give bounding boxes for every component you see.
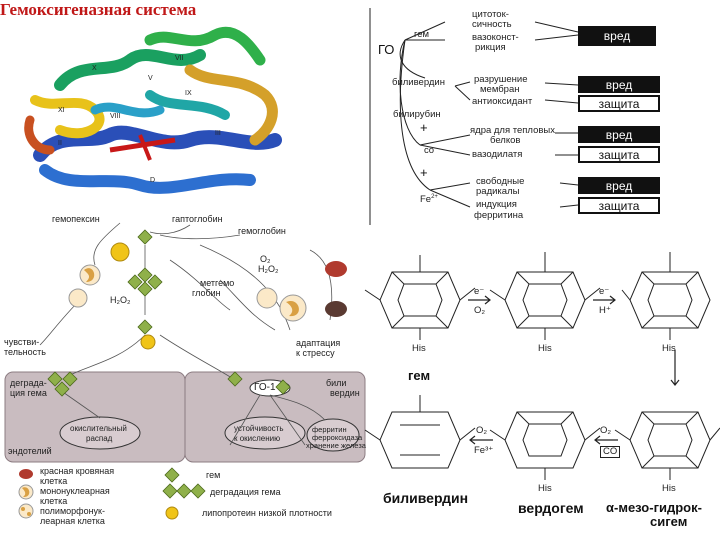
oxidative-decay-line2: распад bbox=[86, 434, 113, 443]
electron-label-1: e⁻ bbox=[474, 286, 485, 297]
effect-antioxidant: антиоксидант bbox=[472, 96, 533, 107]
his-label-1: His bbox=[412, 343, 426, 354]
effect-membrane-line2: мембран bbox=[480, 84, 520, 95]
heme-degradation-line1: деграда- bbox=[10, 378, 47, 388]
sensitivity-line1: чувстви- bbox=[4, 337, 40, 347]
effect-vasoconst-line2: рикция bbox=[475, 42, 506, 53]
oxidation-resistance-line1: устойчивость bbox=[234, 424, 284, 433]
page-title: Гемоксигеназная система bbox=[0, 0, 197, 19]
effect-hsp-line2: белков bbox=[490, 135, 521, 146]
o2-reaction-label-1: O₂ bbox=[474, 305, 486, 316]
his-label-5: His bbox=[662, 483, 676, 494]
outcome-protect-3: защита bbox=[578, 197, 660, 214]
protein-ribbon-image: XI X V IX VIII II III D VII bbox=[24, 26, 282, 194]
biliverdin-label: биливердин bbox=[392, 77, 445, 88]
co-product-label: CO bbox=[600, 446, 621, 458]
outcome-harm-2: вред bbox=[578, 76, 660, 93]
outcome-protect-1: защита bbox=[578, 95, 660, 112]
fe-symbol: Fe bbox=[420, 194, 432, 206]
legend-ldl: липопротеин низкой плотности bbox=[202, 508, 332, 518]
effect-radicals-line2: радикалы bbox=[476, 186, 520, 197]
porphyrin-structures bbox=[364, 252, 720, 480]
co-product-text: CO bbox=[603, 446, 618, 457]
outcome-harm-1: вред bbox=[578, 26, 656, 46]
adaptation-line2: к стрессу bbox=[296, 348, 335, 358]
o2-reaction-label-2: O₂ bbox=[600, 425, 612, 436]
biliverdin-line1: били bbox=[326, 378, 347, 388]
legend-mono-line2: клетка bbox=[40, 496, 68, 506]
fe3-label: Fe³⁺ bbox=[474, 445, 494, 456]
legend-poly-line1: полиморфонук- bbox=[40, 506, 105, 516]
oxidative-decay-line1: окислительный bbox=[70, 424, 127, 433]
ho-label: ГО bbox=[378, 42, 395, 57]
ho1-label: ГО-1 bbox=[254, 382, 276, 393]
caption-meso-line2: сигем bbox=[650, 514, 688, 529]
fe-label: Fe2+ bbox=[420, 192, 438, 205]
heme-label: гем bbox=[414, 29, 430, 40]
heme-degradation-line2: ция гема bbox=[10, 388, 47, 398]
methemoglobin-line1: метгемо bbox=[200, 278, 235, 288]
effect-hsp-line1: ядра для тепловых bbox=[470, 125, 555, 136]
ferritin-line1: ферритин bbox=[312, 425, 347, 434]
haptoglobin-label: гаптоглобин bbox=[172, 214, 223, 224]
oxidation-resistance-line2: к окислению bbox=[234, 434, 281, 443]
o2-label: O₂ bbox=[260, 254, 271, 264]
caption-biliverdin: биливердин bbox=[383, 490, 469, 506]
endothelium-label: эндотелий bbox=[8, 446, 52, 456]
legend-mono-line1: мононуклеарная bbox=[40, 486, 110, 496]
his-label-2: His bbox=[538, 343, 552, 354]
effect-cytotox-line2: сичность bbox=[472, 19, 512, 30]
h2o2-label-2: H₂O₂ bbox=[110, 295, 131, 305]
svg-text:X: X bbox=[92, 65, 97, 72]
outcome-harm-3: вред bbox=[578, 126, 660, 143]
legend-heme: гем bbox=[206, 470, 221, 480]
effect-ferritin: ферритина bbox=[474, 210, 524, 221]
ferritin-line2: ферроксидаза bbox=[312, 433, 363, 442]
plus-sign-1: + bbox=[420, 120, 428, 135]
effect-vasoconst-line1: вазоконст- bbox=[472, 32, 519, 43]
plus-sign-2: + bbox=[420, 165, 428, 180]
co-label: co bbox=[424, 145, 435, 156]
effect-vasodilation: вазодилатя bbox=[472, 149, 523, 160]
his-label-4: His bbox=[538, 483, 552, 494]
effect-radicals-line1: свободные bbox=[476, 176, 525, 187]
ferritin-line3: хранение железа bbox=[306, 441, 366, 450]
proton-label: H⁺ bbox=[599, 305, 611, 316]
effect-membrane-line1: разрушение bbox=[474, 74, 528, 85]
methemoglobin-line2: глобин bbox=[192, 288, 221, 298]
svg-text:III: III bbox=[215, 130, 221, 137]
h2o2-label: H₂O₂ bbox=[258, 264, 279, 274]
hemopexin-label: гемопексин bbox=[52, 214, 100, 224]
legend-rbc-line1: красная кровяная bbox=[40, 466, 115, 476]
fe-charge: 2+ bbox=[431, 194, 438, 200]
pathway-figure bbox=[4, 222, 366, 520]
caption-meso-line1: α-мезо-гидрок- bbox=[606, 500, 702, 515]
svg-text:V: V bbox=[148, 75, 153, 82]
legend-heme-degradation: деградация гема bbox=[210, 487, 281, 497]
svg-text:D: D bbox=[150, 177, 155, 184]
electron-label-2: e⁻ bbox=[599, 286, 610, 297]
effect-cytotox-line1: цитоток- bbox=[472, 9, 509, 20]
bilirubin-label: билирубин bbox=[393, 109, 441, 120]
his-label-3: His bbox=[662, 343, 676, 354]
scheme-lines bbox=[369, 8, 579, 225]
biliverdin-line2: вердин bbox=[330, 388, 360, 398]
svg-text:VII: VII bbox=[175, 55, 184, 62]
legend-poly-line2: леарная клетка bbox=[40, 516, 105, 526]
svg-text:VIII: VIII bbox=[110, 113, 121, 120]
adaptation-line1: адаптация bbox=[296, 338, 341, 348]
o2-reaction-label-3: O₂ bbox=[476, 425, 488, 436]
svg-text:II: II bbox=[58, 140, 62, 147]
legend-rbc-line2: клетка bbox=[40, 476, 68, 486]
caption-verdohem: вердогем bbox=[518, 500, 584, 516]
svg-text:XI: XI bbox=[58, 107, 65, 114]
hemoglobin-label: гемоглобин bbox=[238, 226, 286, 236]
effect-induction: индукция bbox=[476, 199, 517, 210]
svg-text:IX: IX bbox=[185, 90, 192, 97]
caption-heme: гем bbox=[408, 368, 431, 383]
outcome-harm-4: вред bbox=[578, 177, 660, 194]
outcome-protect-2: защита bbox=[578, 146, 660, 163]
sensitivity-line2: тельность bbox=[4, 347, 46, 357]
